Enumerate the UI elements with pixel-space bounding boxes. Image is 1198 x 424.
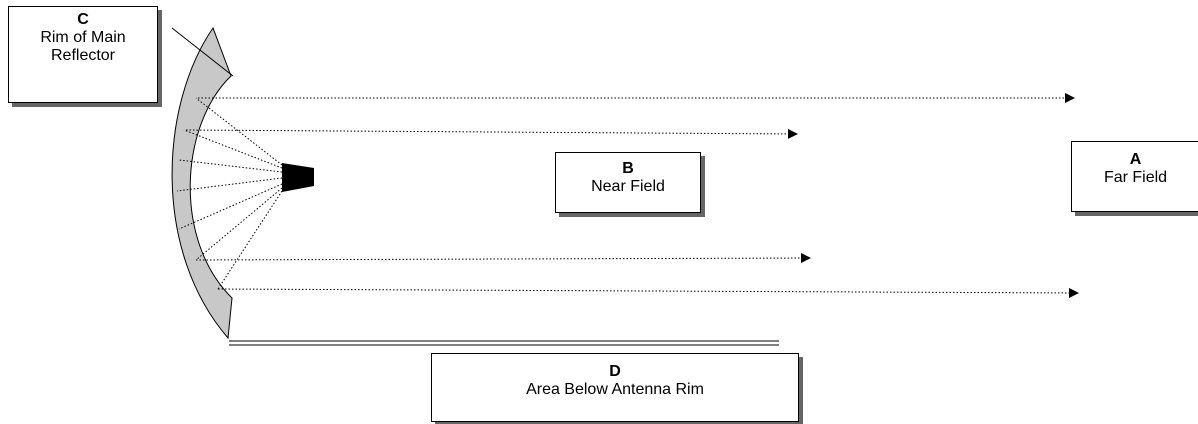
label-letter-c: C: [77, 11, 89, 28]
feed-ray: [178, 159, 283, 173]
label-far-field-text: Far Field: [1103, 169, 1168, 186]
arrow-near-top: [185, 128, 798, 139]
feed-ray: [195, 187, 283, 261]
feed-ray: [217, 190, 283, 290]
feed-ray: [178, 183, 283, 230]
feed-ray: [176, 177, 283, 192]
label-box-near-field: B Near Field: [555, 152, 701, 213]
label-letter-b: B: [622, 160, 634, 177]
label-box-below-rim: D Area Below Antenna Rim: [431, 353, 799, 422]
arrow-near-bottom: [195, 253, 811, 264]
radiated-arrows: [185, 93, 1079, 298]
main-reflector: [171, 26, 233, 340]
label-rim-line1: Rim of Main: [40, 29, 126, 46]
feed-ray: [195, 97, 283, 166]
feed-rays: [176, 97, 283, 290]
label-rim-line2: Reflector: [50, 47, 116, 64]
label-letter-d: D: [609, 363, 621, 380]
label-below-rim-text: Area Below Antenna Rim: [526, 381, 704, 398]
feed-horn: [282, 163, 314, 192]
label-letter-a: A: [1129, 151, 1142, 168]
label-box-rim: C Rim of Main Reflector: [8, 6, 158, 103]
label-box-far-field: A Far Field: [1071, 141, 1198, 212]
label-near-field-text: Near Field: [591, 178, 665, 195]
feed-ray: [183, 129, 283, 169]
arrow-far-bottom: [217, 287, 1079, 298]
rim-pointer-line: [171, 27, 234, 77]
